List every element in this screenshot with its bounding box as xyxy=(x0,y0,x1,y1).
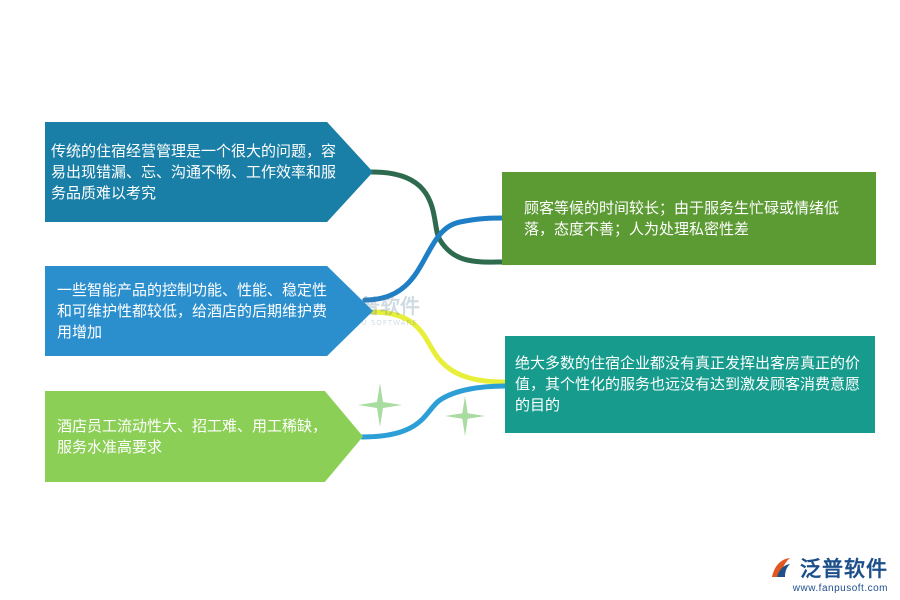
problem-box-smart-products: 一些智能产品的控制功能、性能、稳定性和可维护性都较低，给酒店的后期维护费用增加 xyxy=(45,266,373,356)
problem-text: 一些智能产品的控制功能、性能、稳定性和可维护性都较低，给酒店的后期维护费用增加 xyxy=(57,280,328,341)
brand-url: www.fanpusoft.com xyxy=(792,583,888,594)
watermark-sub: FANPU SOFTWARE xyxy=(340,319,418,327)
problem-box-room-value: 绝大多数的住宿企业都没有真正发挥出客房真正的价值，其个性化的服务也远没有达到激发… xyxy=(505,336,875,433)
sparkle-star-icon xyxy=(445,396,485,436)
brand-name: 泛普软件 xyxy=(800,557,888,581)
problem-text: 酒店员工流动性大、招工难、用工稀缺，服务水准高要求 xyxy=(57,416,328,456)
brand-logo: 泛普软件 www.fanpusoft.com xyxy=(768,553,888,594)
problem-text: 传统的住宿经营管理是一个很大的问题，容易出现错漏、忘、沟通不畅、工作效率和服务品… xyxy=(51,141,337,202)
connector-box2-to-right1 xyxy=(362,215,508,303)
connector-box2-to-right2 xyxy=(369,309,508,385)
problem-box-staff: 酒店员工流动性大、招工难、用工稀缺，服务水准高要求 xyxy=(45,391,363,482)
connector-box3-to-right2 xyxy=(359,383,508,440)
problem-text: 绝大多数的住宿企业都没有真正发挥出客房真正的价值，其个性化的服务也远没有达到激发… xyxy=(515,354,861,414)
problem-box-waiting: 顾客等候的时间较长；由于服务生忙碌或情绪低落，态度不善；人为处理私密性差 xyxy=(502,172,876,265)
sparkle-star-icon xyxy=(358,383,402,427)
problem-text: 顾客等候的时间较长；由于服务生忙碌或情绪低落，态度不善；人为处理私密性差 xyxy=(524,198,840,238)
problem-box-management: 传统的住宿经营管理是一个很大的问题，容易出现错漏、忘、沟通不畅、工作效率和服务品… xyxy=(45,122,373,222)
fanpu-logo-icon xyxy=(772,558,790,577)
